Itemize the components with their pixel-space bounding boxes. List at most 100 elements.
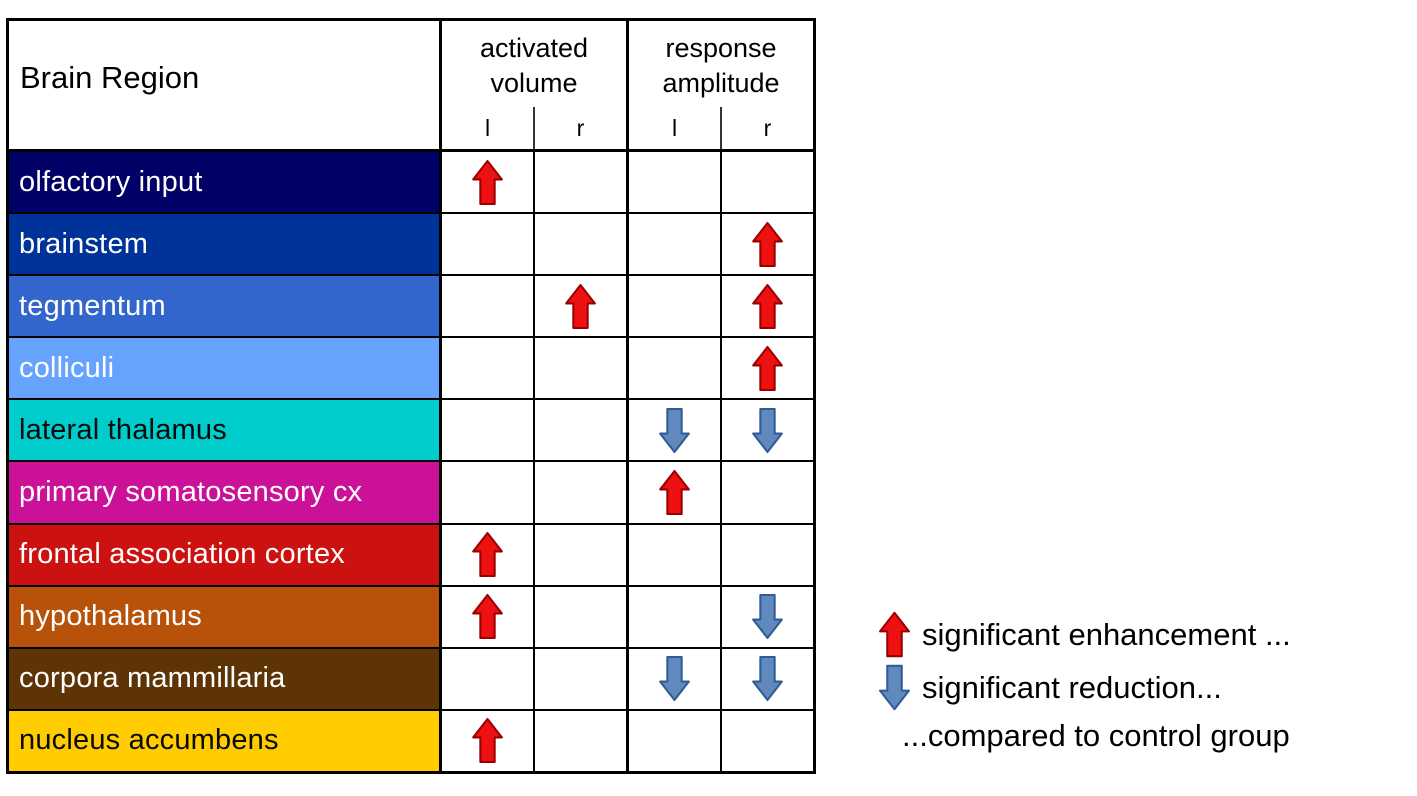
table-row: colliculi [9, 336, 813, 399]
cell-activated-volume-l [442, 152, 533, 213]
subcol-response-amplitude-l: l [671, 114, 678, 141]
row-header-label: Brain Region [20, 60, 200, 95]
cell-response-amplitude-r [720, 214, 813, 275]
cell-response-amplitude-r [720, 710, 813, 771]
response-amplitude-line2: amplitude [662, 68, 780, 98]
cell-response-amplitude-r [720, 276, 813, 337]
region-label: lateral thalamus [19, 413, 227, 446]
legend-reduction-line: significant reduction... [878, 661, 1408, 714]
region-label-cell: brainstem [9, 214, 442, 275]
region-label-cell: primary somatosensory cx [9, 462, 442, 523]
column-group-response-amplitude: response amplitude l r [626, 21, 813, 149]
cell-activated-volume-l [442, 710, 533, 771]
cell-activated-volume-l [442, 214, 533, 275]
region-label: tegmentum [19, 289, 166, 322]
legend-up-arrow-slot [878, 611, 910, 658]
legend-footer: ...compared to control group [902, 718, 1290, 753]
cell-response-amplitude-r [720, 586, 813, 647]
up-arrow-icon [472, 718, 503, 764]
cell-activated-volume-l [442, 400, 533, 461]
cell-activated-volume-r [533, 276, 626, 337]
subcol-activated-volume-r: r [533, 107, 626, 149]
region-label: corpora mammillaria [19, 662, 286, 695]
down-arrow-icon [878, 664, 910, 711]
region-label-cell: tegmentum [9, 276, 442, 337]
cell-activated-volume-l [442, 276, 533, 337]
region-label: brainstem [19, 227, 149, 260]
brain-region-table: Brain Region activated volume l r respon… [6, 18, 816, 774]
cell-response-amplitude-l [626, 648, 720, 709]
activated-volume-line1: activated [479, 32, 589, 63]
response-amplitude-title: response amplitude [629, 21, 813, 107]
region-label: colliculi [19, 351, 115, 384]
table-row: frontal association cortex [9, 522, 813, 585]
cell-response-amplitude-l [626, 338, 720, 399]
up-arrow-icon [659, 470, 690, 516]
down-arrow-icon [752, 407, 783, 453]
down-arrow-icon [659, 407, 690, 453]
activated-volume-title: activated volume [442, 21, 626, 107]
cell-activated-volume-l [442, 462, 533, 523]
cell-response-amplitude-l [626, 586, 720, 647]
cell-response-amplitude-r [720, 152, 813, 213]
cell-response-amplitude-r [720, 648, 813, 709]
up-arrow-icon [565, 283, 596, 329]
table-row: lateral thalamus [9, 398, 813, 461]
region-label: primary somatosensory cx [19, 476, 363, 509]
cell-activated-volume-l [442, 648, 533, 709]
table-row: tegmentum [9, 274, 813, 337]
activated-volume-line2: volume [490, 68, 578, 98]
table-row: corpora mammillaria [9, 646, 813, 709]
cell-activated-volume-r [533, 400, 626, 461]
up-arrow-icon [752, 345, 783, 391]
region-label-cell: hypothalamus [9, 586, 442, 647]
region-label-cell: colliculi [9, 338, 442, 399]
response-amplitude-line1: response [665, 32, 777, 63]
column-group-activated-volume: activated volume l r [442, 21, 626, 149]
table-row: hypothalamus [9, 584, 813, 647]
cell-response-amplitude-r [720, 400, 813, 461]
region-label-cell: frontal association cortex [9, 524, 442, 585]
legend: significant enhancement ... significant … [878, 608, 1408, 754]
cell-activated-volume-r [533, 338, 626, 399]
table-body: olfactory input brainstem tegmentum coll… [9, 152, 813, 771]
cell-response-amplitude-l [626, 152, 720, 213]
region-label: frontal association cortex [19, 538, 345, 571]
cell-activated-volume-r [533, 648, 626, 709]
region-label-cell: nucleus accumbens [9, 710, 442, 771]
subcol-response-amplitude-r: r [720, 107, 813, 149]
region-label: hypothalamus [19, 600, 202, 633]
cell-activated-volume-r [533, 462, 626, 523]
legend-down-arrow-slot [878, 664, 910, 711]
cell-activated-volume-r [533, 586, 626, 647]
table-row: nucleus accumbens [9, 708, 813, 771]
cell-response-amplitude-l [626, 524, 720, 585]
cell-response-amplitude-l [626, 400, 720, 461]
up-arrow-icon [472, 532, 503, 578]
cell-response-amplitude-l [626, 710, 720, 771]
region-label-cell: corpora mammillaria [9, 648, 442, 709]
table-header: Brain Region activated volume l r respon… [9, 21, 813, 152]
down-arrow-icon [659, 656, 690, 702]
cell-response-amplitude-r [720, 524, 813, 585]
cell-activated-volume-l [442, 338, 533, 399]
legend-enhancement-label: significant enhancement ... [922, 616, 1291, 652]
legend-reduction-label: significant reduction... [922, 669, 1222, 705]
legend-enhancement-line: significant enhancement ... [878, 608, 1408, 661]
up-arrow-icon [878, 611, 910, 658]
up-arrow-icon [472, 159, 503, 205]
table-row: brainstem [9, 212, 813, 275]
down-arrow-icon [752, 594, 783, 640]
cell-activated-volume-r [533, 152, 626, 213]
down-arrow-icon [752, 656, 783, 702]
up-arrow-icon [472, 594, 503, 640]
up-arrow-icon [752, 221, 783, 267]
table-row: primary somatosensory cx [9, 460, 813, 523]
cell-activated-volume-r [533, 710, 626, 771]
cell-response-amplitude-l [626, 462, 720, 523]
up-arrow-icon [752, 283, 783, 329]
table-row: olfactory input [9, 152, 813, 213]
row-header-cell: Brain Region [9, 21, 442, 149]
activated-volume-subheader: l r [442, 107, 626, 149]
cell-response-amplitude-l [626, 276, 720, 337]
